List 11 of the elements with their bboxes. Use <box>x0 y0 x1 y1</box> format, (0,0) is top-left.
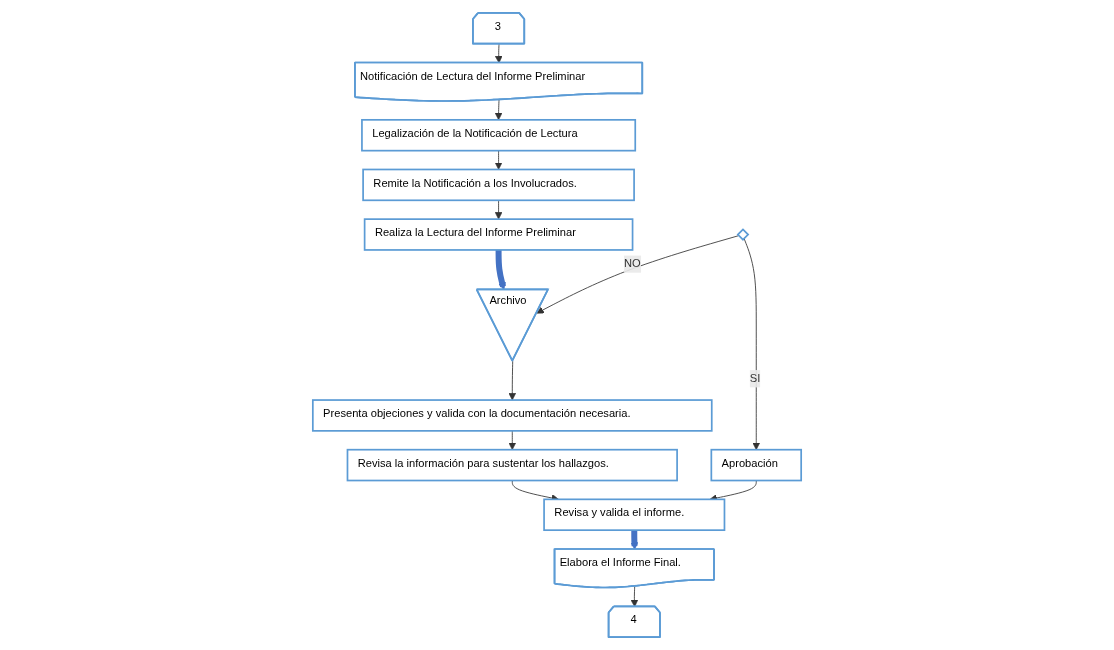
node-diamond <box>736 228 750 241</box>
node-box: Remite la Notificación a los Involucrados. <box>362 168 635 202</box>
edge-label: SI <box>749 371 761 385</box>
node-box: Revisa la información para sustentar los hallazgos. <box>346 448 678 482</box>
node-box: Aprobación <box>710 448 803 482</box>
arrow <box>495 249 506 291</box>
node-box: Presenta objeciones y valida con la documentación necesaria. <box>311 399 713 432</box>
node-box: Legalización de la Notificación de Lectura <box>361 119 637 152</box>
node-box: Revisa y valida el informe. <box>543 498 726 531</box>
edge-label: NO <box>623 257 641 271</box>
node-box: Realiza la Lectura del Informe Preliminar <box>363 218 634 251</box>
